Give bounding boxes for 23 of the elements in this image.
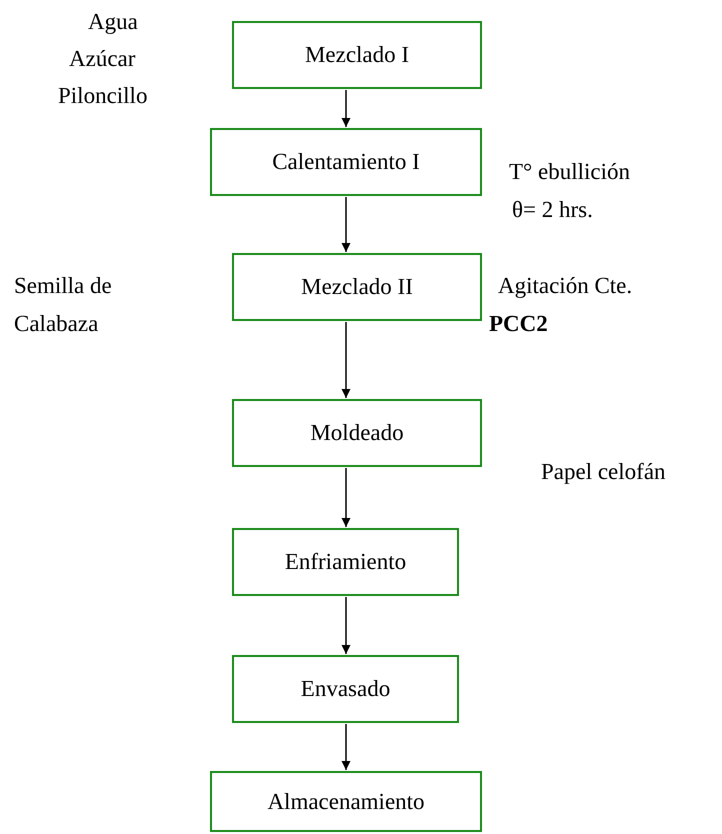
arrow: [342, 724, 350, 770]
process-box: Enfriamiento: [232, 528, 459, 596]
annotation-text: Azúcar: [69, 45, 136, 73]
arrow: [342, 468, 350, 527]
annotation-text: Semilla de: [14, 272, 112, 300]
arrow: [342, 597, 350, 654]
process-box: Almacenamiento: [210, 771, 482, 832]
annotation-text: θ= 2 hrs.: [512, 196, 593, 224]
process-box: Moldeado: [232, 399, 482, 467]
arrow: [342, 90, 350, 127]
annotation-text: Papel celofán: [541, 458, 666, 486]
arrow: [342, 197, 350, 252]
annotation-text: Calabaza: [14, 310, 98, 338]
annotation-text: Agitación Cte.: [498, 272, 632, 300]
process-box: Calentamiento I: [210, 128, 482, 196]
annotation-text: PCC2: [489, 310, 548, 338]
process-box: Mezclado I: [232, 21, 482, 89]
annotation-text: T° ebullición: [509, 158, 630, 186]
process-box: Envasado: [232, 655, 459, 723]
process-box: Mezclado II: [232, 253, 482, 321]
arrow: [342, 322, 350, 398]
annotation-text: Agua: [88, 8, 138, 36]
annotation-text: Piloncillo: [58, 82, 148, 110]
